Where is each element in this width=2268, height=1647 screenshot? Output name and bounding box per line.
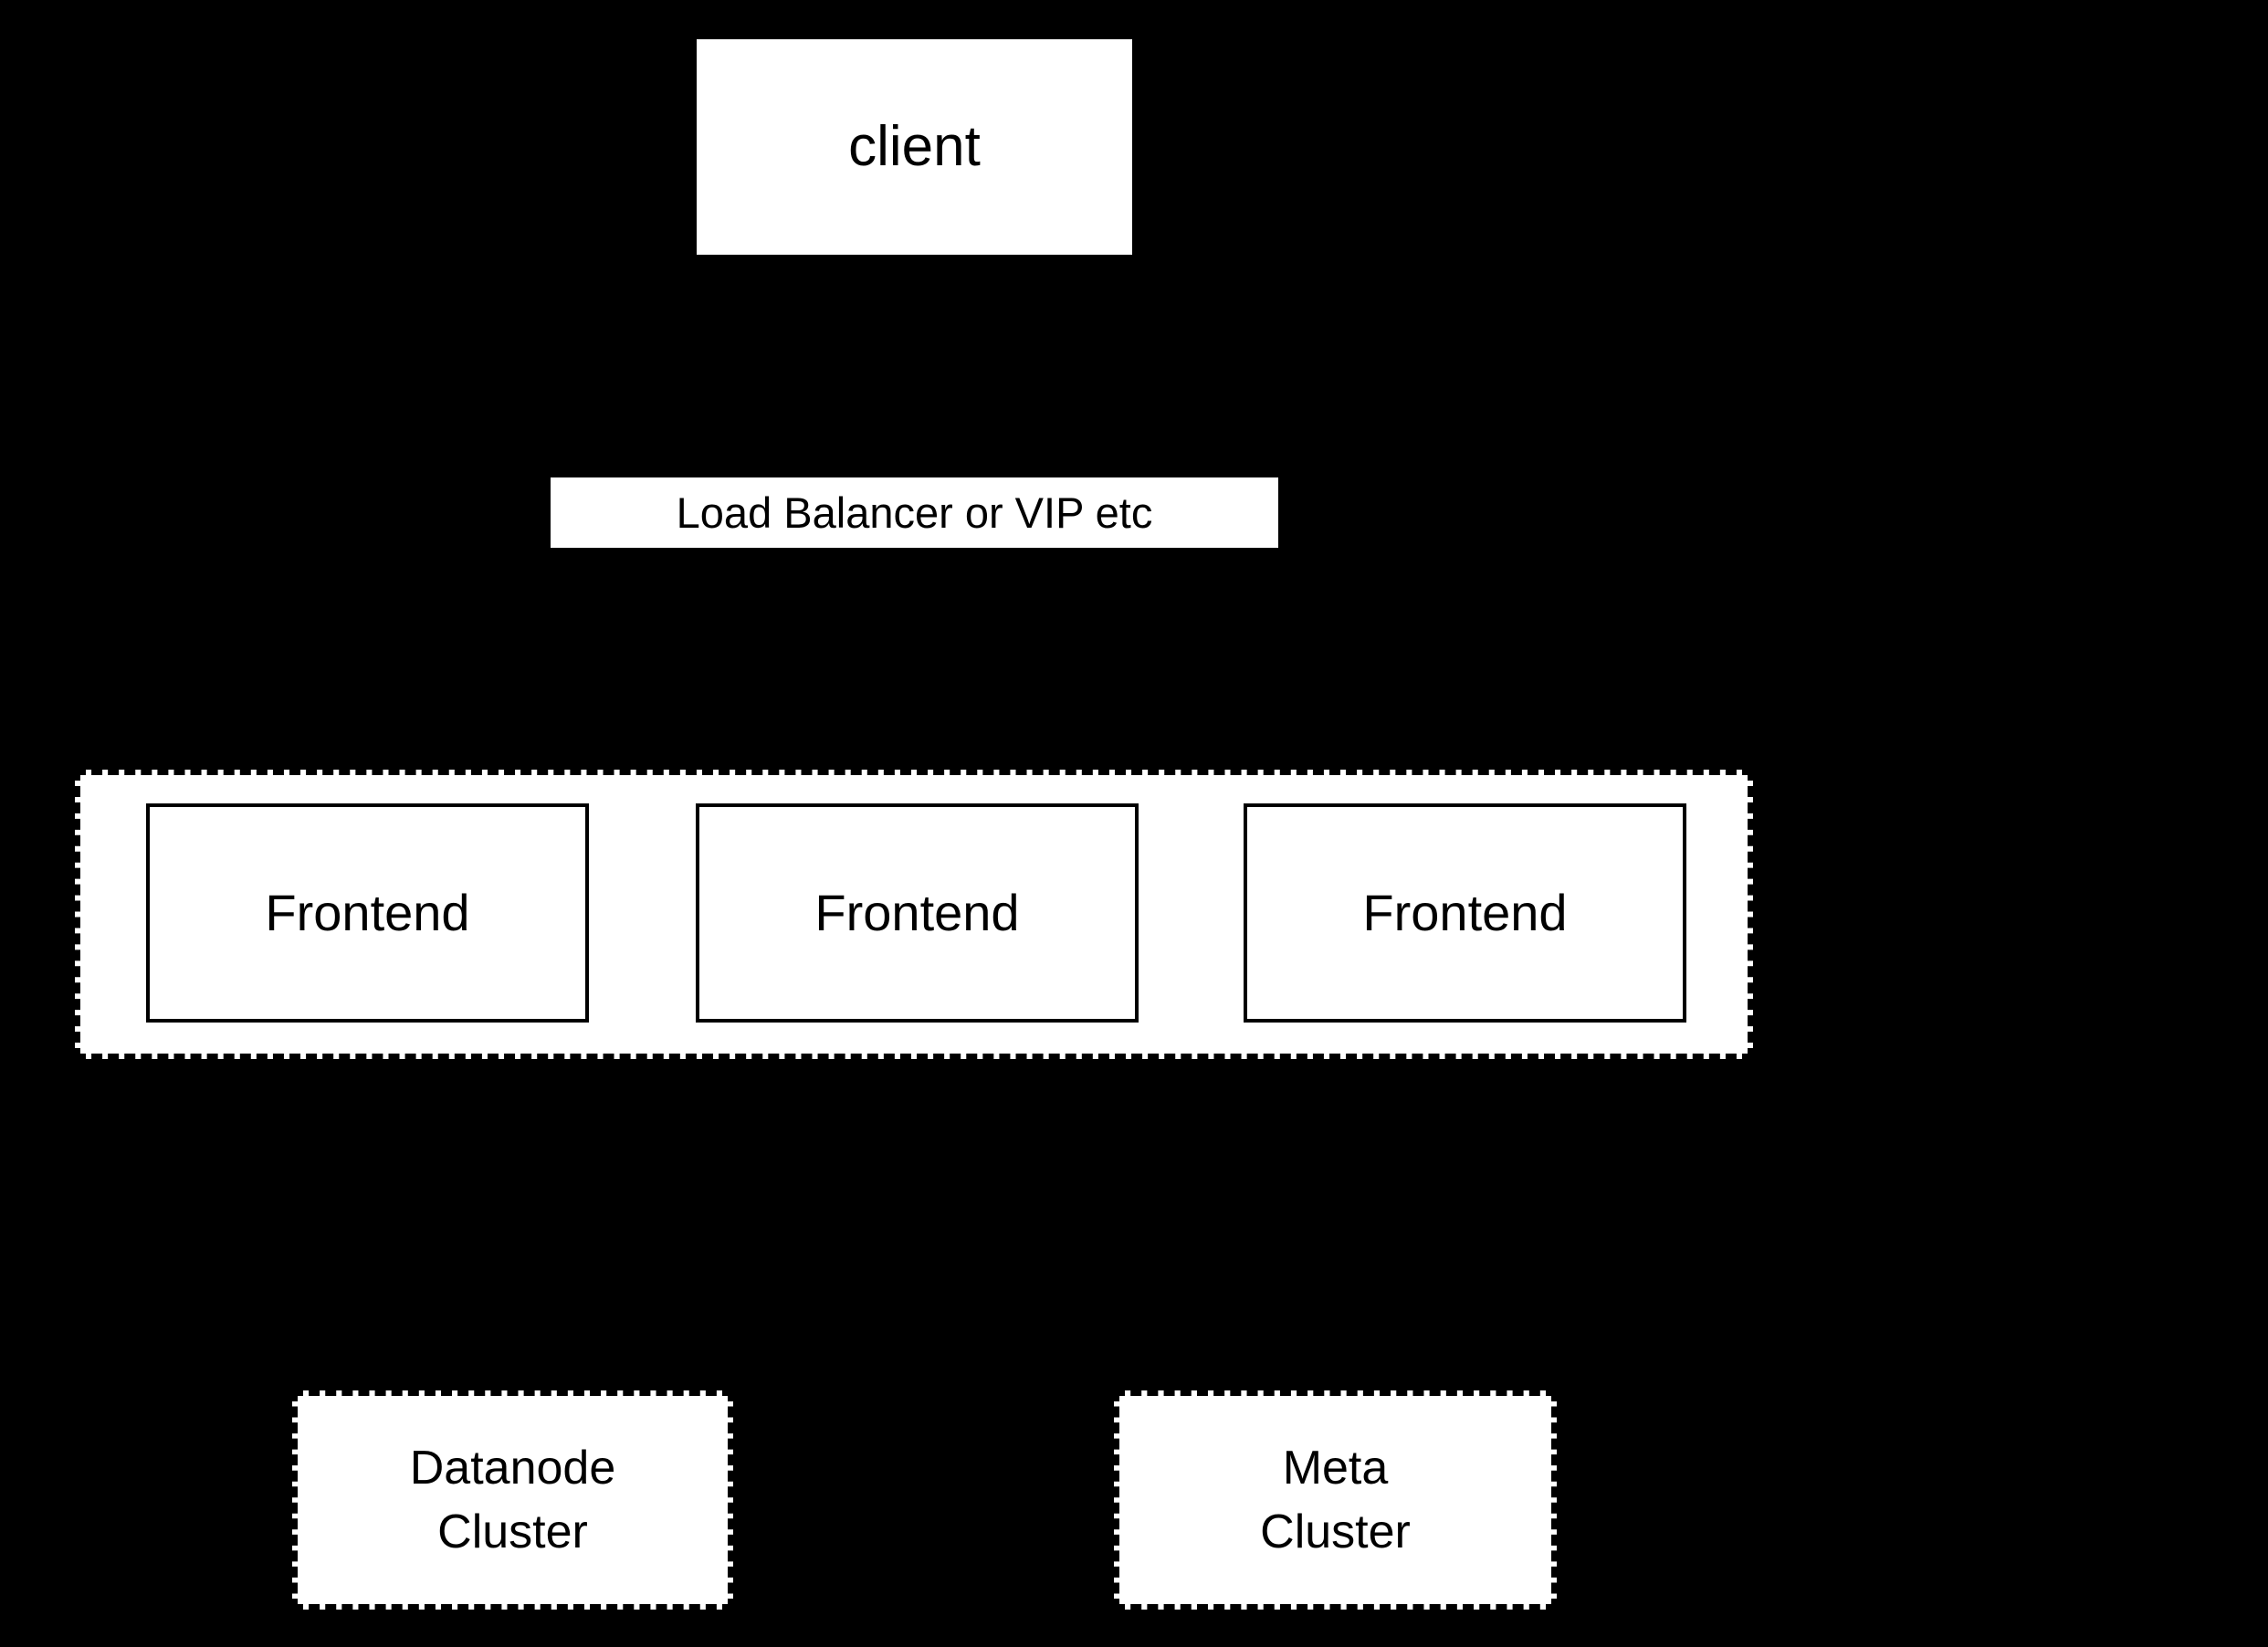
- frontend-node-3: Frontend: [1244, 803, 1686, 1023]
- frontend-label-3: Frontend: [1362, 884, 1568, 942]
- meta-cluster-label-line2: Cluster: [1260, 1505, 1411, 1558]
- client-label: client: [848, 114, 981, 178]
- datanode-cluster-label-line2: Cluster: [437, 1505, 588, 1558]
- meta-cluster-node: Meta Cluster: [1114, 1390, 1557, 1610]
- load-balancer-node: Load Balancer or VIP etc: [551, 477, 1278, 548]
- datanode-cluster-node: Datanode Cluster: [292, 1390, 733, 1610]
- client-node: client: [697, 39, 1132, 255]
- frontend-label-1: Frontend: [265, 884, 470, 942]
- meta-cluster-label-line1: Meta: [1282, 1442, 1389, 1495]
- frontend-node-1: Frontend: [146, 803, 589, 1023]
- datanode-cluster-label: Datanode Cluster: [410, 1436, 616, 1564]
- frontend-label-2: Frontend: [814, 884, 1020, 942]
- datanode-cluster-label-line1: Datanode: [409, 1442, 616, 1495]
- frontend-group-container: Frontend Frontend Frontend: [75, 770, 1753, 1059]
- meta-cluster-label: Meta Cluster: [1260, 1436, 1411, 1564]
- frontend-node-2: Frontend: [696, 803, 1139, 1023]
- load-balancer-label: Load Balancer or VIP etc: [676, 488, 1153, 537]
